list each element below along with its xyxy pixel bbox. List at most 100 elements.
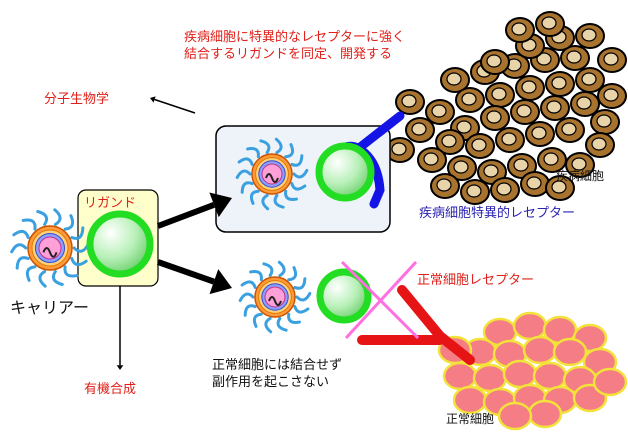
- carrier-chain: [15, 256, 30, 270]
- carrier-particle-bound: [235, 137, 309, 211]
- design-note: 疾病細胞に特異的なレセプターに強く 結合するリガンドを同定、開発する: [184, 30, 405, 64]
- normal-cell-label: 正常細胞: [446, 412, 495, 426]
- carrier-chain: [243, 304, 257, 317]
- arrow-to-biology-shaft: [154, 98, 196, 114]
- carrier-chain: [240, 181, 254, 194]
- carrier-particle-unbound: [238, 260, 312, 334]
- diseased-cell-nucleus: [486, 110, 502, 124]
- normal-cell: [552, 337, 588, 367]
- normal-cell: [532, 361, 568, 391]
- arrow-to-diseased-head: [209, 192, 232, 218]
- normal-cell: [497, 401, 533, 431]
- carrier-payload: [42, 247, 58, 258]
- diseased-cell-nucleus: [423, 152, 439, 166]
- diseased-cell-nucleus: [581, 28, 597, 42]
- carrier-chain: [290, 182, 307, 191]
- normal-cell: [452, 385, 488, 415]
- diseased-cell-nucleus: [561, 122, 577, 136]
- diseased-cell-nucleus: [401, 94, 417, 108]
- carrier-chain: [12, 229, 30, 239]
- diseased-cell-nucleus: [456, 120, 472, 134]
- organic-synthesis-label: 有機合成: [84, 382, 137, 397]
- diseased-cell-nucleus: [521, 80, 537, 94]
- carrier-chain: [70, 226, 85, 240]
- carrier-chain: [252, 312, 263, 328]
- diseased-cell-nucleus: [543, 152, 559, 166]
- carrier-chain: [25, 265, 37, 282]
- normal-cell: [472, 363, 508, 393]
- arrow-to-diseased-shaft: [156, 201, 216, 229]
- carrier-chain: [246, 147, 260, 159]
- ligand-label: リガンド: [84, 196, 137, 211]
- carrier-chain: [295, 292, 312, 302]
- carrier-chain: [293, 305, 310, 314]
- diseased-cell-nucleus: [591, 137, 607, 151]
- carrier-chain: [287, 312, 301, 324]
- diseased-cell-nucleus: [603, 88, 619, 102]
- diseased-cell-nucleus: [513, 158, 529, 172]
- arrow-to-synthesis-head: [116, 365, 124, 370]
- carrier-chain: [237, 157, 254, 166]
- carrier-chain: [259, 139, 271, 155]
- diseased-receptor-label: 疾病細胞特異的レセプター: [419, 206, 576, 221]
- arrow-to-normal-head: [209, 269, 232, 295]
- diseased-cell-nucleus: [571, 157, 587, 171]
- normal-cell: [522, 335, 558, 365]
- diseased-cell-nucleus: [491, 87, 507, 101]
- diseased-cell-nucleus: [546, 100, 562, 114]
- blocked-cross: [340, 260, 420, 340]
- normal-note-line-2: 副作用を起こさない: [212, 374, 330, 390]
- carrier-chain: [240, 280, 257, 289]
- ligand-ball: [316, 268, 372, 324]
- diseased-cell-label: 疾病細胞: [556, 169, 605, 183]
- diseased-cell-nucleus: [536, 52, 552, 66]
- carrier-chain: [274, 137, 283, 155]
- normal-cell: [592, 367, 628, 397]
- carrier-chain: [277, 260, 286, 278]
- carrier-chain: [51, 270, 64, 286]
- ligand-balls: [86, 142, 375, 324]
- carrier-shell-core: [261, 163, 283, 185]
- normal-receptor-arm-upper: [397, 285, 475, 365]
- diseased-cell-nucleus: [483, 164, 499, 178]
- diseased-cell-nucleus: [436, 178, 452, 192]
- carrier-chain: [63, 214, 75, 231]
- carrier-chain: [287, 266, 298, 282]
- carrier-chain: [249, 270, 263, 282]
- diseased-cell-nucleus: [496, 182, 512, 196]
- carrier-chain: [273, 193, 285, 209]
- diseased-cell-nucleus: [596, 114, 612, 128]
- carrier-label: キャリアー: [10, 298, 90, 317]
- arrow-to-biology-head: [150, 96, 156, 103]
- normal-cell: [502, 359, 538, 389]
- diseased-cell-nucleus: [511, 22, 527, 36]
- diseased-cell-nucleus: [516, 104, 532, 118]
- diseased-cell-nucleus: [526, 176, 542, 190]
- carrier-chain: [261, 193, 270, 211]
- ligand-ball: [86, 210, 154, 278]
- normal-cell: [442, 361, 478, 391]
- cross-line: [344, 260, 418, 340]
- diseased-cell-nucleus: [466, 184, 482, 198]
- carrier-chain: [262, 262, 274, 278]
- diseased-cell-nucleus: [531, 126, 547, 140]
- carrier-shell-core: [264, 286, 286, 308]
- ligand-ball: [315, 142, 375, 202]
- diseased-cell-nucleus: [576, 96, 592, 110]
- diseased-cell-nucleus: [541, 16, 557, 30]
- design-note-line-1: 疾病細胞に特異的なレセプターに強く: [184, 30, 406, 45]
- diseased-cell-nucleus: [566, 50, 582, 64]
- carrier-particle-main: [10, 208, 90, 288]
- normal-cell-cluster: [437, 311, 628, 431]
- carrier-chain: [53, 208, 62, 226]
- carrier-payload: [265, 173, 279, 183]
- diseased-cell-nucleus: [551, 76, 567, 90]
- carrier-chain: [249, 189, 260, 205]
- diseased-cell-nucleus: [551, 180, 567, 194]
- diseased-cell-nucleus: [581, 72, 597, 86]
- normal-cell: [512, 311, 548, 341]
- normal-note-line-1: 正常細胞には結合せず: [212, 358, 343, 373]
- carrier-chain: [63, 265, 79, 278]
- carrier-chain: [284, 189, 298, 201]
